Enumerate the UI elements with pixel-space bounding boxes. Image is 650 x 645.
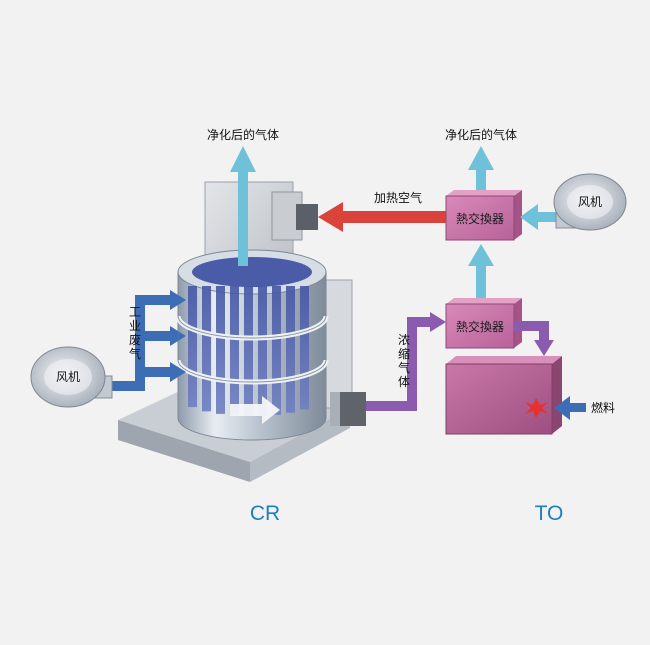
fan-left-icon [30, 346, 113, 408]
industrial-exhaust-arrows [108, 290, 186, 391]
fan-right-icon [553, 173, 627, 231]
purified-gas-label-right: 净化后的气体 [445, 127, 517, 142]
rotor-slot [300, 286, 309, 410]
heat-exchanger-top [445, 190, 522, 241]
flame-icon [525, 398, 548, 418]
rotor-slot [286, 286, 295, 413]
fan-left-label: 风机 [56, 370, 80, 384]
heat-exchanger-bottom-label: 熱交換器 [456, 319, 504, 334]
hx-link-arrow [468, 244, 494, 298]
purified-gas-arrow-left [230, 146, 256, 266]
rotor-slot [244, 286, 253, 416]
industrial-exhaust-label: 工业废气 [129, 305, 141, 361]
purified-gas-arrow-right [468, 146, 494, 196]
rotor-slot [230, 286, 239, 416]
rotor-slot [216, 286, 225, 414]
concentrated-gas-arrow [366, 312, 446, 411]
fuel-label: 燃料 [591, 400, 615, 415]
fuel-arrow [554, 396, 586, 420]
purified-gas-label-left: 净化后的气体 [207, 127, 279, 142]
heat-exchanger-top-label: 熱交換器 [456, 211, 504, 226]
fan-to-hx-arrow [520, 204, 558, 230]
hx-to-furnace-arrow [514, 321, 554, 356]
concentrated-gas-label: 浓缩气体 [398, 333, 410, 389]
thermal-oxidizer [445, 356, 562, 435]
heated-air-label: 加热空气 [374, 190, 422, 205]
rotor-slot [258, 286, 267, 416]
rotor-slot [188, 286, 197, 408]
cr-unit-label: CR [250, 502, 280, 525]
fan-right-label: 风机 [578, 195, 602, 209]
heated-air-arrow [318, 202, 446, 232]
rotor-slot [272, 286, 281, 415]
rotor-slot [202, 286, 211, 412]
to-unit-label: TO [535, 502, 564, 525]
cr-rotor-drum [175, 249, 329, 441]
rotation-arrow-icon [230, 396, 280, 424]
